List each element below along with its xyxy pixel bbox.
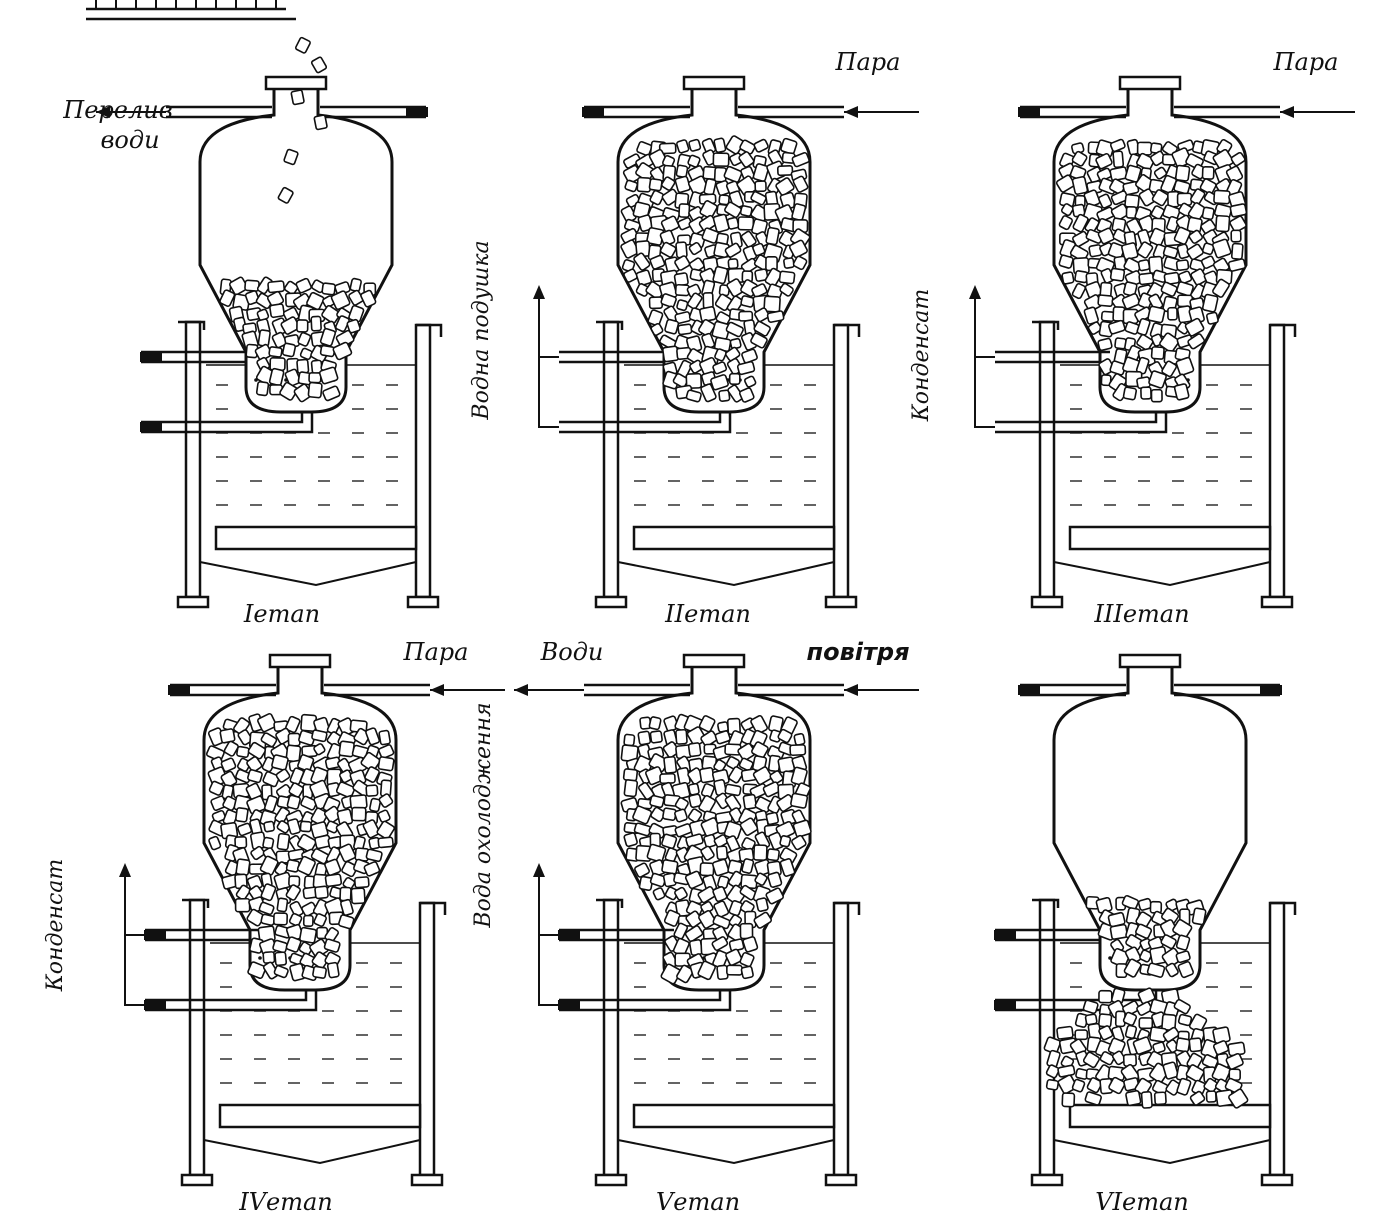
stand-post-right — [1268, 323, 1286, 599]
pipe-cap-lower-2 — [558, 1000, 580, 1010]
foot-right — [824, 1173, 858, 1187]
water-cushion-label: Водна подушка — [469, 240, 494, 420]
lower-pipe-2 — [559, 412, 722, 424]
drain-funnel — [203, 1139, 421, 1165]
collection-tray — [632, 1103, 836, 1129]
pipe-cap-left — [1018, 685, 1040, 695]
air-label: повітря — [807, 638, 910, 666]
foot-left — [180, 1173, 214, 1187]
pipe-cap-left — [1018, 107, 1040, 117]
collection-tray — [1068, 525, 1272, 551]
pipe-cap-left — [582, 107, 604, 117]
pipe-cap-lower-1 — [994, 930, 1016, 940]
potato-blocks — [620, 135, 811, 403]
pipe-cap-lower-1 — [558, 930, 580, 940]
pipe-cap-lower-1 — [144, 930, 166, 940]
top-flange — [268, 653, 332, 669]
potato-blocks — [1055, 138, 1248, 403]
pipe-cap-lower-1 — [140, 352, 162, 362]
top-flange — [682, 653, 746, 669]
cooker-unit-5 — [514, 653, 919, 1187]
overflow-label-line1: Перелив — [62, 96, 172, 124]
steam-label-3: Пара — [1273, 48, 1339, 76]
cooker-unit-6 — [994, 653, 1297, 1187]
pipe-cap-left — [168, 685, 190, 695]
cooker-unit-2 — [533, 75, 919, 609]
foot-right — [1260, 595, 1294, 609]
foot-right — [410, 1173, 444, 1187]
drain-funnel — [617, 1139, 835, 1165]
flow-loop — [124, 875, 145, 1006]
foot-left — [1030, 595, 1064, 609]
drain-funnel — [199, 561, 417, 587]
lower-pipe-2 — [141, 412, 304, 424]
pipe-cap-lower-2 — [140, 422, 162, 432]
top-flange — [1118, 653, 1182, 669]
stand-post-right — [832, 901, 850, 1177]
stage-caption-1: Іетап — [243, 600, 320, 628]
overflow-label-line2: води — [100, 126, 159, 154]
stage-caption-5: Vетап — [656, 1188, 740, 1216]
pipe-cap-lower-2 — [994, 1000, 1016, 1010]
foot-left — [594, 1173, 628, 1187]
lower-pipe-2 — [145, 990, 308, 1002]
top-flange — [1118, 75, 1182, 91]
stand-post-right — [418, 901, 436, 1177]
lower-pipe-2 — [559, 990, 722, 1002]
stand-post-right — [832, 323, 850, 599]
stage-caption-2: ІІетап — [664, 600, 751, 628]
collection-tray — [214, 525, 418, 551]
drain-funnel — [1053, 561, 1271, 587]
top-flange — [682, 75, 746, 91]
water-out-label: Води — [540, 638, 604, 666]
potato-blocks — [219, 36, 377, 403]
collection-tray — [632, 525, 836, 551]
stand-post-right — [1268, 901, 1286, 1177]
foot-right — [406, 595, 440, 609]
cooling-water-label: Вода охолодження — [471, 702, 496, 928]
foot-right — [824, 595, 858, 609]
steam-label-2: Пара — [835, 48, 901, 76]
drain-funnel — [1053, 1139, 1271, 1165]
flow-loop — [974, 297, 995, 428]
foot-left — [176, 595, 210, 609]
top-flange — [264, 75, 328, 91]
drain-funnel — [617, 561, 835, 587]
pipe-cap-right — [1260, 685, 1282, 695]
foot-right — [1260, 1173, 1294, 1187]
condensate-label-4: Конденсат — [43, 859, 68, 993]
stage-caption-4: IVетап — [238, 1188, 333, 1216]
pipe-cap-lower-2 — [144, 1000, 166, 1010]
lower-pipe-2 — [995, 412, 1158, 424]
potato-blocks — [620, 713, 812, 985]
potato-blocks — [1043, 895, 1249, 1109]
cooker-unit-3 — [969, 75, 1355, 609]
foot-left — [1030, 1173, 1064, 1187]
stand-post-right — [414, 323, 432, 599]
flow-loop — [538, 875, 559, 1006]
collection-tray — [218, 1103, 422, 1129]
lower-pipe-2 — [995, 990, 1158, 1002]
stage-caption-6: VIетап — [1095, 1188, 1189, 1216]
foot-left — [594, 595, 628, 609]
collection-tray — [1068, 1103, 1272, 1129]
steam-label-4: Пара — [403, 638, 469, 666]
cooker-unit-1 — [86, 0, 443, 609]
potato-blocks — [205, 713, 395, 982]
condensate-label-3: Конденсат — [909, 289, 934, 423]
pipe-cap-right — [406, 107, 428, 117]
cooker-unit-4 — [119, 653, 505, 1187]
stage-caption-3: ІІІетап — [1093, 600, 1189, 628]
flow-loop — [538, 297, 559, 428]
